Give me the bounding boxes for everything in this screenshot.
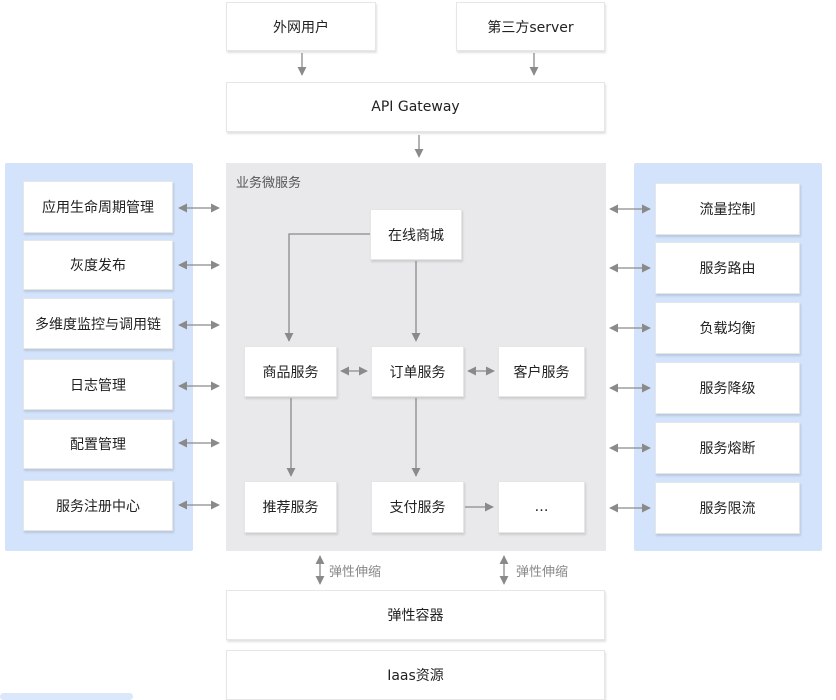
left-item-monitoring: 多维度监控与调用链 <box>23 298 173 349</box>
elastic-scaling-label-right: 弹性伸缩 <box>516 565 569 580</box>
left-item-label: 配置管理 <box>70 437 126 453</box>
payment-service-box: 支付服务 <box>371 481 464 533</box>
order-service-box: 订单服务 <box>371 346 464 397</box>
api-gateway-box: API Gateway <box>226 82 605 132</box>
left-item-gray-release: 灰度发布 <box>23 240 173 290</box>
external-user-label: 外网用户 <box>273 19 329 36</box>
left-item-label: 灰度发布 <box>70 258 126 274</box>
left-item-config-management: 配置管理 <box>23 419 173 469</box>
customer-service-box: 客户服务 <box>498 346 585 397</box>
right-item-label: 负载均衡 <box>699 321 756 337</box>
iaas-resources-label: Iaas资源 <box>387 668 444 684</box>
left-item-label: 多维度监控与调用链 <box>35 316 161 333</box>
third-party-server-box: 第三方server <box>456 2 605 51</box>
left-item-label: 应用生命周期管理 <box>42 200 154 216</box>
order-service-label: 订单服务 <box>389 364 446 381</box>
elastic-container-label: 弹性容器 <box>387 608 444 624</box>
recommend-service-box: 推荐服务 <box>244 481 337 533</box>
right-item-label: 服务熔断 <box>699 441 756 457</box>
iaas-resources-box: Iaas资源 <box>226 650 605 700</box>
right-item-service-degrade: 服务降级 <box>655 362 800 414</box>
external-user-box: 外网用户 <box>226 2 376 51</box>
goods-service-box: 商品服务 <box>244 346 337 397</box>
right-item-load-balancing: 负载均衡 <box>655 302 800 354</box>
left-item-label: 服务注册中心 <box>56 498 140 515</box>
online-mall-box: 在线商城 <box>370 209 462 260</box>
business-microservices-title: 业务微服务 <box>236 176 302 191</box>
elastic-scaling-label-left: 弹性伸缩 <box>329 565 382 580</box>
left-item-label: 日志管理 <box>70 377 126 394</box>
bottom-decoration-strip <box>0 693 133 700</box>
customer-service-label: 客户服务 <box>513 364 570 381</box>
right-item-service-routing: 服务路由 <box>655 242 800 294</box>
more-services-label: … <box>534 499 549 515</box>
right-item-label: 服务路由 <box>699 261 756 277</box>
online-mall-label: 在线商城 <box>388 227 444 244</box>
left-item-log-management: 日志管理 <box>23 359 173 410</box>
more-services-box: … <box>498 481 585 533</box>
elastic-container-box: 弹性容器 <box>226 590 605 640</box>
api-gateway-label: API Gateway <box>371 99 460 115</box>
right-item-label: 服务限流 <box>699 501 756 517</box>
right-item-rate-limiting: 服务限流 <box>655 482 800 534</box>
left-item-service-registry: 服务注册中心 <box>23 480 173 531</box>
payment-service-label: 支付服务 <box>389 500 446 516</box>
recommend-service-label: 推荐服务 <box>262 500 319 516</box>
right-item-label: 服务降级 <box>699 381 756 397</box>
goods-service-label: 商品服务 <box>262 364 319 381</box>
right-item-traffic-control: 流量控制 <box>655 183 800 235</box>
left-item-lifecycle: 应用生命周期管理 <box>23 181 173 233</box>
third-party-server-label: 第三方server <box>487 19 574 36</box>
right-item-label: 流量控制 <box>699 202 756 218</box>
right-item-circuit-breaker: 服务熔断 <box>655 422 800 474</box>
